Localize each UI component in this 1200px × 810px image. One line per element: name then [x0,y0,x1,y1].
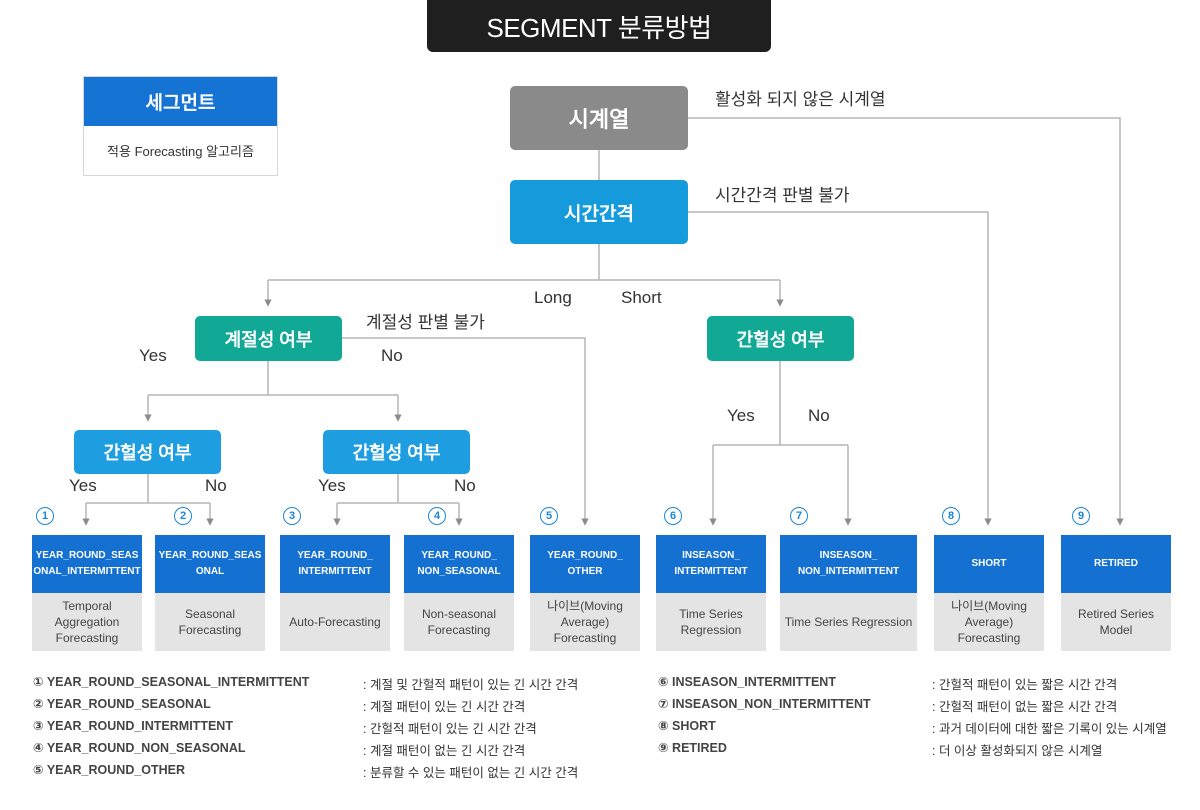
segment-number-2: 2 [174,507,192,525]
edge-right-split [713,361,848,446]
segment-number-6: 6 [664,507,682,525]
label-inactive: 활성화 되지 않은 시계열 [715,90,886,109]
label-season-unknown: 계절성 판별 불가 [366,313,485,332]
page-title: SEGMENT 분류방법 [427,0,771,52]
edge-interval-split [268,244,780,281]
label-right-no: No [808,406,830,425]
segment-card: YEAR_ROUND_SEAS ONAL_INTERMITTENT Tempor… [32,535,142,651]
node-intermittent-left: 간헐성 여부 [74,430,221,474]
legend-body: 적용 Forecasting 알고리즘 [107,144,254,159]
footnote-code: ⑥ INSEASON_INTERMITTENT [658,675,836,689]
segment-number-7: 7 [790,507,808,525]
segment-name: YEAR_ROUND_ INTERMITTENT [280,535,390,593]
label-right-yes: Yes [727,406,755,425]
segment-algorithm: Temporal Aggregation Forecasting [54,598,120,646]
segment-name: YEAR_ROUND_ OTHER [530,535,640,593]
segment-name: YEAR_ROUND_ NON_SEASONAL [404,535,514,593]
footnote-desc: : 간헐적 패턴이 없는 짧은 시간 간격 [932,700,1118,714]
footnote-code: ③ YEAR_ROUND_INTERMITTENT [33,719,233,733]
segment-number-5: 5 [540,507,558,525]
segment-card: YEAR_ROUND_ INTERMITTENT Auto-Forecastin… [280,535,390,651]
segment-algorithm: 나이브(Moving Average) Forecasting [951,598,1027,646]
segment-number-4: 4 [428,507,446,525]
segment-algorithm: Non-seasonal Forecasting [421,606,497,637]
edge-mid-split [337,474,459,504]
segment-algorithm: 나이브(Moving Average) Forecasting [547,598,623,646]
segment-card: YEAR_ROUND_ NON_SEASONAL Non-seasonal Fo… [404,535,514,651]
label-long: Long [534,288,572,307]
label-mid-no: No [454,476,476,495]
edge-left-split [86,474,210,504]
footnote-code: ⑨ RETIRED [658,741,727,755]
node-timeseries: 시계열 [510,86,688,150]
segment-number-9: 9 [1072,507,1090,525]
footnote-desc: : 더 이상 활성화되지 않은 시계열 [932,744,1103,758]
footnote-desc: : 분류할 수 있는 패턴이 없는 긴 시간 간격 [363,766,579,780]
footnote-desc: : 과거 데이터에 대한 짧은 기록이 있는 시계열 [932,722,1167,736]
footnote-code: ④ YEAR_ROUND_NON_SEASONAL [33,741,246,755]
footnote-code: ⑤ YEAR_ROUND_OTHER [33,763,186,777]
label-left-no: No [205,476,227,495]
segment-card: YEAR_ROUND_ OTHER 나이브(Moving Average) Fo… [530,535,640,651]
edge-inactive-retired [688,117,1124,526]
node-intermittent-right: 간헐성 여부 [707,316,854,361]
footnote-desc: : 계절 및 간헐적 패턴이 있는 긴 시간 간격 [363,678,579,692]
footnote-desc: : 계절 패턴이 없는 긴 시간 간격 [363,744,526,758]
segment-algorithm: Time Series Regression [784,614,913,629]
label-interval-unknown: 시간간격 판별 불가 [715,186,850,205]
segment-number-3: 3 [283,507,301,525]
segment-algorithm: Seasonal Forecasting [178,606,242,637]
segment-card: INSEASON_ INTERMITTENT Time Series Regre… [656,535,766,651]
segment-algorithm: Time Series Regression [679,606,743,637]
segment-name: INSEASON_ INTERMITTENT [656,535,766,593]
segment-card: RETIRED Retired Series Model [1061,535,1171,651]
segment-name: SHORT [934,535,1044,593]
segment-card: INSEASON_ NON_INTERMITTENT Time Series R… [780,535,917,651]
edge-season-split [148,361,398,396]
footnote-code: ⑧ SHORT [658,719,716,733]
label-mid-yes: Yes [318,476,346,495]
node-interval: 시간간격 [510,180,688,244]
segment-name: INSEASON_ NON_INTERMITTENT [780,535,917,593]
footnote-desc: : 간헐적 패턴이 있는 짧은 시간 간격 [932,678,1118,692]
label-season-yes: Yes [139,346,167,365]
footnote-code: ② YEAR_ROUND_SEASONAL [33,697,211,711]
edge-season-other [342,337,589,526]
edge-interval-short [688,211,992,526]
legend-header: 세그먼트 [84,77,277,126]
footnote-code: ① YEAR_ROUND_SEASONAL_INTERMITTENT [33,675,310,689]
label-left-yes: Yes [69,476,97,495]
segment-number-1: 1 [36,507,54,525]
segment-card: SHORT 나이브(Moving Average) Forecasting [934,535,1044,651]
segment-number-8: 8 [942,507,960,525]
segment-name: YEAR_ROUND_SEAS ONAL_INTERMITTENT [32,535,142,593]
label-short: Short [621,288,662,307]
footnote-code: ⑦ INSEASON_NON_INTERMITTENT [658,697,871,711]
legend-box: 세그먼트 적용 Forecasting 알고리즘 [83,76,278,176]
node-seasonality: 계절성 여부 [195,316,342,361]
label-season-no: No [381,346,403,365]
segment-card: YEAR_ROUND_SEAS ONAL Seasonal Forecastin… [155,535,265,651]
segment-algorithm: Auto-Forecasting [289,614,381,629]
node-intermittent-mid: 간헐성 여부 [323,430,470,474]
segment-algorithm: Retired Series Model [1077,606,1155,637]
segment-name: YEAR_ROUND_SEAS ONAL [155,535,265,593]
footnote-desc: : 계절 패턴이 있는 긴 시간 간격 [363,700,526,714]
segment-name: RETIRED [1061,535,1171,593]
footnote-desc: : 간헐적 패턴이 있는 긴 시간 간격 [363,722,537,736]
